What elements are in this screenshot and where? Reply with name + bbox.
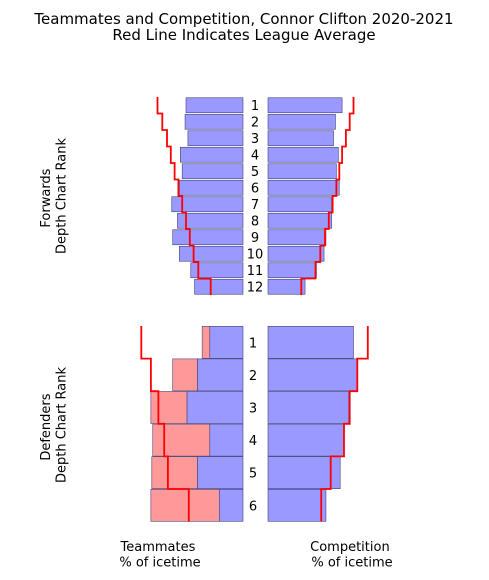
forwards-rank-label-1: 1 — [251, 99, 259, 114]
forwards-rank-label-2: 2 — [251, 115, 259, 130]
defenders-rank-label-2: 2 — [249, 369, 257, 384]
chart-title: Teammates and Competition, Connor Clifto… — [33, 10, 453, 28]
forwards-teammates-bar-10 — [179, 245, 244, 262]
xlabel-competition-line-2: % of icetime — [311, 556, 392, 571]
defenders-teammates-forward-bar-6 — [218, 488, 244, 522]
defenders-teammates-defender-bar-2 — [172, 358, 198, 392]
forwards-teammates-bar-1 — [185, 97, 244, 114]
defenders-rank-label-3: 3 — [249, 402, 257, 417]
defenders-teammates-defender-bar-4 — [152, 423, 211, 457]
forwards-rank-label-8: 8 — [251, 214, 259, 229]
forwards-teammates-bar-7 — [171, 196, 244, 213]
forwards-competition-bar-12 — [267, 278, 306, 295]
defenders-teammates-forward-bar-2 — [197, 358, 244, 392]
defenders-competition-bar-4 — [267, 423, 345, 457]
defenders-rank-label-1: 1 — [249, 336, 257, 351]
forwards-competition-bar-11 — [267, 262, 317, 279]
forwards-teammates-bar-6 — [179, 179, 244, 196]
forwards-rank-label-3: 3 — [251, 132, 259, 147]
defenders-teammates-forward-bar-3 — [186, 391, 244, 424]
forwards-teammates-bar-8 — [177, 212, 244, 229]
defenders-competition-bar-6 — [267, 488, 327, 522]
forwards-teammates-bar-9 — [172, 229, 244, 246]
forwards-ylabel-line-1: Forwards — [39, 168, 54, 227]
forwards-teammates-league-avg-line — [156, 97, 212, 295]
defenders-competition-bar-2 — [267, 358, 358, 392]
defenders-ylabel-line-2: Depth Chart Rank — [55, 367, 70, 484]
forwards-competition-bar-1 — [267, 97, 343, 114]
defenders-competition-league-avg-line — [320, 326, 369, 522]
forwards-rank-label-12: 12 — [247, 280, 264, 295]
defenders-competition-bar-3 — [267, 391, 350, 424]
forwards-competition-bar-2 — [267, 113, 336, 130]
xlabel-teammates-line-2: % of icetime — [119, 556, 200, 571]
forwards-teammates-bar-3 — [187, 130, 244, 147]
defenders-teammates-forward-bar-1 — [209, 325, 244, 359]
defenders-panel: Defenders Depth Chart Rank 1 2 3 4 5 6 — [39, 325, 369, 522]
forwards-rank-label-5: 5 — [251, 165, 259, 180]
forwards-ylabel: Forwards Depth Chart Rank — [39, 138, 70, 255]
xlabel-teammates: Teammates % of icetime — [119, 540, 200, 571]
defenders-teammates-defender-bar-5 — [151, 456, 198, 490]
forwards-competition-bar-4 — [267, 146, 339, 163]
forwards-teammates-bar-4 — [180, 146, 244, 163]
defenders-teammates-forward-bar-4 — [209, 423, 244, 457]
forwards-competition-league-avg-line — [300, 97, 355, 295]
forwards-rank-label-4: 4 — [251, 148, 259, 163]
forwards-rank-label-9: 9 — [251, 231, 259, 246]
defenders-ylabel: Defenders Depth Chart Rank — [39, 367, 70, 484]
defenders-rank-label-6: 6 — [249, 499, 257, 514]
forwards-teammates-bar-11 — [190, 262, 244, 279]
defenders-teammates-defender-bar-3 — [150, 391, 188, 424]
xlabel-competition-line-1: Competition — [310, 540, 390, 555]
forwards-teammates-bar-2 — [184, 113, 244, 130]
defenders-competition-bar-5 — [267, 456, 341, 490]
defenders-teammates-forward-bar-5 — [197, 456, 244, 490]
defenders-ylabel-line-1: Defenders — [39, 393, 54, 460]
xlabel-competition: Competition % of icetime — [310, 540, 394, 571]
forwards-competition-bar-7 — [267, 196, 332, 213]
defenders-teammates-defender-bar-6 — [150, 488, 220, 522]
forwards-competition-bar-3 — [267, 130, 334, 147]
forwards-rank-label-6: 6 — [251, 181, 259, 196]
forwards-competition-bar-5 — [267, 163, 337, 180]
chart-subtitle: Red Line Indicates League Average — [112, 26, 375, 44]
defenders-teammates-defender-bar-1 — [201, 325, 211, 359]
defenders-competition-bar-1 — [267, 325, 354, 359]
forwards-rank-label-7: 7 — [251, 198, 259, 213]
forwards-competition-bar-10 — [267, 245, 325, 262]
defenders-rank-label-5: 5 — [249, 467, 257, 482]
forwards-competition-bar-6 — [267, 179, 340, 196]
forwards-competition-bar-9 — [267, 229, 327, 246]
xlabel-teammates-line-1: Teammates — [120, 540, 196, 555]
forwards-ylabel-line-2: Depth Chart Rank — [55, 138, 70, 255]
forwards-panel: Forwards Depth Chart Rank 12345678910111… — [39, 97, 355, 295]
forwards-teammates-bar-5 — [181, 163, 244, 180]
defenders-rank-label-4: 4 — [249, 434, 257, 449]
forwards-rank-label-11: 11 — [247, 264, 264, 279]
defenders-teammates-league-avg-line — [140, 326, 190, 522]
forwards-competition-bar-8 — [267, 212, 332, 229]
forwards-teammates-bar-12 — [194, 278, 244, 295]
forwards-rank-label-10: 10 — [247, 247, 264, 262]
